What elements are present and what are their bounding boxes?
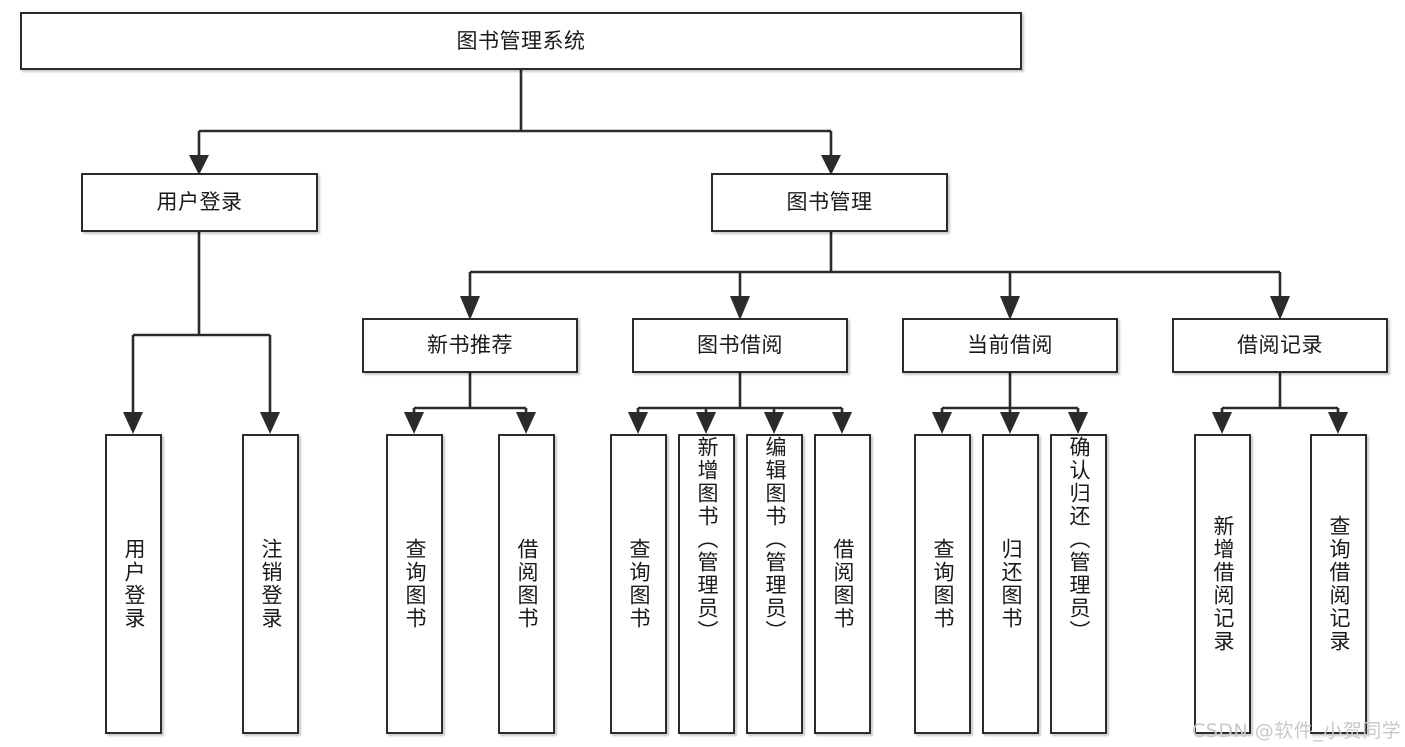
node-leaf-borrow-book-recommend[interactable]: 借阅图书 (498, 434, 555, 734)
node-root-system[interactable]: 图书管理系统 (20, 12, 1022, 70)
csdn-watermark: CSDN @软件_小贺同学 (1192, 720, 1402, 742)
node-new-book-recommend[interactable]: 新书推荐 (362, 318, 578, 373)
node-leaf-logout-label: 注销登录 (259, 538, 283, 630)
node-leaf-add-book[interactable]: 新增图书（管理员） (678, 434, 735, 734)
node-leaf-query-book-recommend[interactable]: 查询图书 (386, 434, 443, 734)
node-book-borrow[interactable]: 图书借阅 (632, 318, 848, 373)
node-root-system-label: 图书管理系统 (456, 28, 586, 53)
node-leaf-borrow-book-recommend-label: 借阅图书 (515, 538, 539, 630)
node-leaf-borrow-book[interactable]: 借阅图书 (814, 434, 871, 734)
node-user-login[interactable]: 用户登录 (81, 173, 318, 232)
node-user-login-label: 用户登录 (156, 190, 243, 215)
node-book-borrow-label: 图书借阅 (697, 333, 783, 358)
node-new-book-recommend-label: 新书推荐 (427, 333, 513, 358)
node-leaf-query-borrow-record[interactable]: 查询借阅记录 (1310, 434, 1367, 734)
node-leaf-query-book-current[interactable]: 查询图书 (914, 434, 971, 734)
node-leaf-borrow-book-label: 借阅图书 (831, 538, 855, 630)
node-borrow-record[interactable]: 借阅记录 (1172, 318, 1388, 373)
node-leaf-query-borrow-record-label: 查询借阅记录 (1327, 515, 1351, 653)
node-borrow-record-label: 借阅记录 (1237, 333, 1323, 358)
node-book-management[interactable]: 图书管理 (711, 173, 948, 232)
node-leaf-query-book-current-label: 查询图书 (931, 538, 955, 630)
node-current-borrow-label: 当前借阅 (967, 333, 1053, 358)
node-leaf-logout[interactable]: 注销登录 (242, 434, 299, 734)
node-leaf-user-login-label: 用户登录 (122, 538, 146, 630)
node-leaf-add-book-label: 新增图书（管理员） (695, 436, 719, 643)
node-leaf-query-book-recommend-label: 查询图书 (403, 538, 427, 630)
node-leaf-user-login[interactable]: 用户登录 (105, 434, 162, 734)
node-current-borrow[interactable]: 当前借阅 (902, 318, 1118, 373)
node-book-management-label: 图书管理 (786, 190, 873, 215)
node-leaf-edit-book[interactable]: 编辑图书（管理员） (746, 434, 803, 734)
node-leaf-edit-book-label: 编辑图书（管理员） (763, 436, 787, 643)
node-leaf-add-borrow-record-label: 新增借阅记录 (1211, 515, 1235, 653)
node-leaf-return-book-label: 归还图书 (999, 538, 1023, 630)
node-leaf-confirm-return-label: 确认归还（管理员） (1067, 436, 1091, 643)
node-leaf-query-book-borrow[interactable]: 查询图书 (610, 434, 667, 734)
node-leaf-return-book[interactable]: 归还图书 (982, 434, 1039, 734)
node-leaf-confirm-return[interactable]: 确认归还（管理员） (1050, 434, 1107, 734)
node-leaf-add-borrow-record[interactable]: 新增借阅记录 (1194, 434, 1251, 734)
node-leaf-query-book-borrow-label: 查询图书 (627, 538, 651, 630)
